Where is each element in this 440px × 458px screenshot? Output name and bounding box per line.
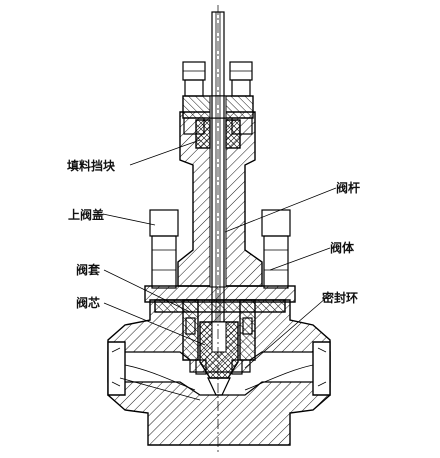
label-packing-retainer: 填料挡块 (67, 158, 116, 173)
valve-sleeve (182, 299, 256, 361)
label-valve-plug: 阀芯 (76, 295, 100, 310)
label-valve-body: 阀体 (330, 240, 355, 255)
label-seal-ring: 密封环 (322, 290, 358, 305)
valve-plug (199, 321, 239, 396)
label-valve-stem: 阀杆 (336, 180, 360, 195)
label-upper-bonnet: 上阀盖 (68, 207, 104, 222)
gland-bolts (182, 61, 253, 135)
label-valve-sleeve: 阀套 (76, 262, 101, 277)
bonnet-bolts (149, 209, 291, 289)
seal-ring (195, 359, 243, 375)
leader-lines (102, 139, 337, 369)
